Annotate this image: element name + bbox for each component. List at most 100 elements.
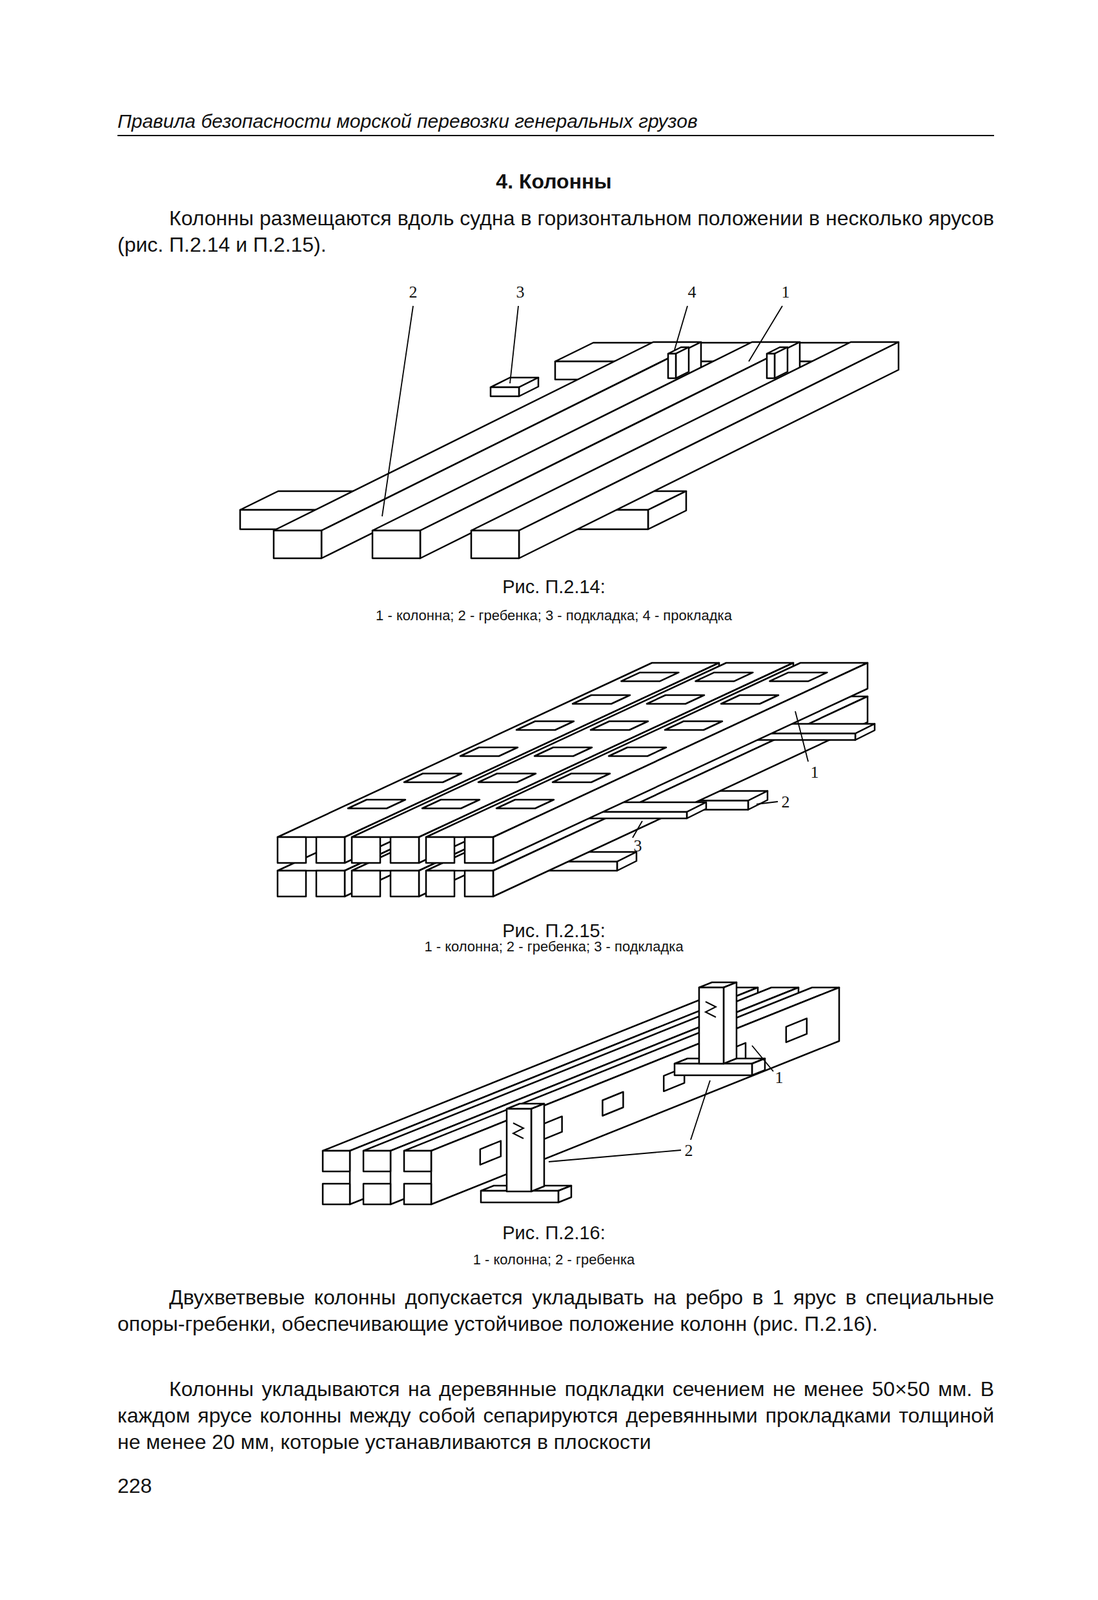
- column-beam: [273, 530, 322, 559]
- column-end: [277, 870, 306, 897]
- pad-bar: [855, 724, 875, 741]
- callout-number: 3: [507, 282, 534, 303]
- column-window: [572, 695, 631, 705]
- callout-number: 1: [766, 1068, 793, 1088]
- column-end: [404, 1183, 432, 1205]
- column-window: [516, 721, 574, 731]
- column-window: [534, 747, 592, 757]
- column-window: [695, 672, 753, 682]
- column-beam: [420, 342, 800, 559]
- comb-base: [480, 1190, 559, 1203]
- column-beam: [471, 530, 519, 559]
- leader-line: [509, 305, 519, 384]
- front-support: [648, 491, 687, 530]
- leader-line: [756, 801, 778, 805]
- body-paragraph: Колонны укладываются на деревянные подкл…: [117, 1376, 995, 1456]
- column-end: [363, 1150, 391, 1172]
- spacer-plate: [675, 347, 689, 379]
- body-paragraph: Колонны размещаются вдоль судна в горизо…: [117, 205, 995, 259]
- column-window: [422, 799, 480, 809]
- comb-upright: [723, 982, 737, 1064]
- column-end: [404, 1150, 432, 1172]
- comb-wedge: [513, 1123, 524, 1139]
- figure-16: [322, 982, 840, 1205]
- two-branch-column: [426, 662, 868, 838]
- callout-number: 2: [772, 792, 799, 813]
- header-rule: [117, 134, 995, 137]
- callout-number: 1: [801, 762, 828, 783]
- callout-number: 1: [772, 282, 799, 303]
- column-window: [620, 672, 679, 682]
- column-window: [590, 721, 649, 731]
- body-paragraph: Двухветвевые колонны допускается укладыв…: [117, 1284, 995, 1338]
- comb-wedge: [705, 1001, 716, 1018]
- figure-caption: Рис. П.2.16:: [231, 1221, 877, 1244]
- column-window: [769, 672, 827, 682]
- column-end: [277, 837, 306, 864]
- callout-number: 4: [679, 282, 705, 303]
- column-end: [316, 837, 345, 864]
- comb-base: [674, 1063, 753, 1076]
- column-end: [351, 870, 381, 897]
- figure-legend: 1 - колонна; 2 - гребенка: [166, 1250, 942, 1269]
- spacer-plate: [668, 353, 676, 379]
- leader-line: [690, 1080, 711, 1140]
- leader-line: [752, 1045, 774, 1072]
- column-window: [460, 747, 518, 757]
- running-header: Правила безопасности морской перевозки г…: [117, 109, 698, 133]
- pad-block: [490, 387, 519, 397]
- leader-line: [548, 1150, 682, 1162]
- column-end: [363, 1183, 391, 1205]
- leader-line: [382, 305, 414, 517]
- figure-caption: Рис. П.2.14:: [231, 575, 877, 598]
- callout-number: 2: [400, 282, 427, 303]
- two-branch-column: [493, 662, 868, 864]
- figure-caption: Рис. П.2.15:: [231, 919, 877, 942]
- spacer-plate: [766, 353, 775, 379]
- column-window: [552, 773, 610, 783]
- column-window: [480, 1141, 501, 1166]
- column-end: [351, 837, 381, 864]
- page-number: 228: [117, 1473, 152, 1499]
- column-end: [322, 1183, 350, 1205]
- pad-block: [518, 377, 539, 397]
- column-end: [316, 870, 345, 897]
- edge-column: [431, 987, 840, 1205]
- leader-lines: [382, 305, 809, 1162]
- callout-number: 3: [624, 836, 651, 856]
- comb-base: [558, 1185, 572, 1203]
- column-beam: [518, 342, 899, 559]
- comb-upright: [531, 1103, 545, 1192]
- column-end: [390, 870, 419, 897]
- column-beam: [471, 342, 899, 531]
- figure-legend: 1 - колонна; 2 - гребенка; 3 - подкладка…: [166, 606, 942, 625]
- comb-block: [748, 791, 768, 811]
- column-window: [608, 747, 667, 757]
- column-end: [426, 837, 455, 864]
- leader-line: [632, 821, 643, 838]
- column-end: [464, 870, 494, 897]
- comb-upright: [699, 987, 724, 1064]
- column-window: [602, 1092, 623, 1117]
- figure-15: [277, 662, 875, 897]
- column-end: [322, 1150, 350, 1172]
- column-end: [390, 837, 419, 864]
- pad-bar: [686, 802, 707, 819]
- comb-upright: [506, 1108, 532, 1192]
- column-end: [464, 837, 494, 864]
- spacer-plate: [774, 347, 788, 379]
- column-window: [478, 773, 536, 783]
- column-window: [496, 799, 554, 809]
- column-window: [721, 695, 779, 705]
- column-beam: [372, 530, 421, 559]
- column-end: [426, 870, 455, 897]
- column-window: [347, 799, 406, 809]
- column-window: [646, 695, 705, 705]
- callout-number: 2: [675, 1141, 702, 1161]
- leader-line: [748, 305, 783, 362]
- figure-legend: 1 - колонна; 2 - гребенка; 3 - подкладка: [166, 937, 942, 956]
- column-window: [664, 721, 723, 731]
- column-window: [786, 1018, 807, 1043]
- comb-base: [752, 1058, 765, 1076]
